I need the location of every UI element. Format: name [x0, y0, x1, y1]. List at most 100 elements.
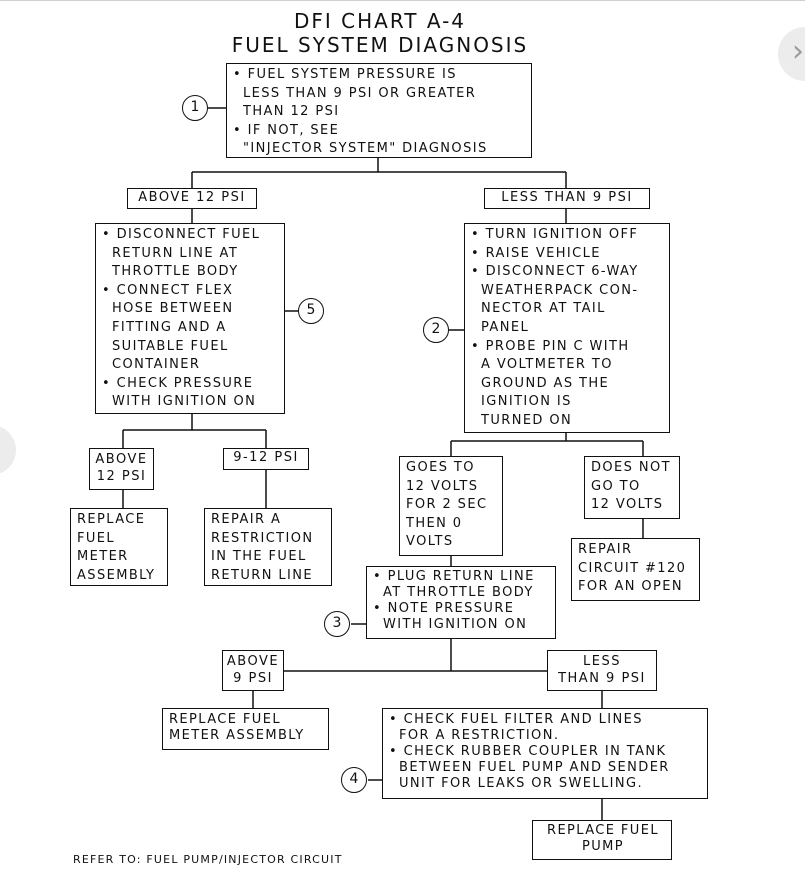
text-line: REPLACE FUEL — [547, 823, 659, 838]
text-line: IGNITION IS — [481, 394, 572, 410]
text-line: WITH IGNITION ON — [383, 617, 528, 632]
replace-fuel-pump-box: REPLACE FUEL PUMP — [532, 820, 672, 860]
text-line: RETURN LINE AT — [112, 245, 239, 261]
text-line: WITH IGNITION ON — [112, 394, 257, 410]
text-line: 12 VOLTS — [406, 478, 479, 494]
goes-to-12-volts-box: GOES TO 12 VOLTS FOR 2 SEC THEN 0 VOLTS — [399, 456, 503, 556]
replace-meter-assembly-text: REPLACE FUEL METER ASSEMBLY — [163, 709, 328, 744]
text-line: UNIT FOR LEAKS OR SWELLING. — [399, 776, 644, 791]
next-page-button[interactable]: › — [778, 27, 805, 81]
chart-subtitle: FUEL SYSTEM DIAGNOSIS — [231, 33, 529, 57]
replace-meter-box: REPLACE FUEL METER ASSEMBLY — [70, 508, 168, 586]
label-line: ABOVE — [226, 654, 280, 669]
text-line: NECTOR AT TAIL — [481, 301, 606, 317]
text-line: DOES NOT — [591, 460, 671, 475]
replace-meter-assembly-box: REPLACE FUEL METER ASSEMBLY — [162, 708, 329, 750]
goes-to-12-volts-text: GOES TO 12 VOLTS FOR 2 SEC THEN 0 VOLTS — [400, 457, 502, 552]
text-line: THROTTLE BODY — [112, 264, 239, 280]
label-line: LESS — [583, 654, 621, 669]
text-line: ASSEMBLY — [77, 567, 156, 583]
text-line: CONTAINER — [112, 357, 201, 373]
replace-meter-text: REPLACE FUEL METER ASSEMBLY — [71, 509, 167, 585]
footer-reference-note: REFER TO: FUEL PUMP/INJECTOR CIRCUIT — [73, 853, 343, 866]
text-line: 12 VOLTS — [591, 497, 664, 513]
text-line: THEN 0 — [406, 515, 463, 531]
top-border — [0, 0, 805, 1]
text-line: • NOTE PRESSURE — [373, 601, 515, 616]
text-line: PANEL — [481, 319, 530, 335]
disconnect-fuel-text: • DISCONNECT FUEL RETURN LINE AT THROTTL… — [96, 224, 284, 412]
check-fuel-filter-box: • CHECK FUEL FILTER AND LINES FOR A REST… — [382, 708, 708, 799]
text-line: • IF NOT, SEE — [233, 122, 340, 138]
label-line: 9 PSI — [233, 671, 273, 686]
text-line: FOR A RESTRICTION. — [399, 728, 560, 743]
text-line: • PROBE PIN C WITH — [471, 338, 630, 354]
text-line: AT THROTTLE BODY — [383, 585, 534, 600]
text-line: A VOLTMETER TO — [481, 357, 613, 373]
step-4-marker: 4 — [341, 767, 367, 793]
previous-page-button[interactable] — [0, 425, 16, 475]
text-line: TURNED ON — [481, 412, 573, 428]
text-line: BETWEEN FUEL PUMP AND SENDER — [399, 760, 670, 775]
text-line: • DISCONNECT 6-WAY — [471, 264, 639, 280]
text-line: • DISCONNECT FUEL — [102, 227, 261, 242]
text-line: FITTING AND A — [112, 319, 227, 335]
text-line: REPLACE — [77, 512, 146, 527]
repair-circuit-text: REPAIR CIRCUIT #120 FOR AN OPEN — [572, 539, 699, 597]
branch-above-9-psi: ABOVE 9 PSI — [222, 650, 284, 691]
repair-restriction-box: REPAIR A RESTRICTION IN THE FUEL RETURN … — [204, 508, 332, 586]
text-line: WEATHERPACK CON- — [481, 282, 639, 298]
ignition-probe-text: • TURN IGNITION OFF • RAISE VEHICLE • DI… — [465, 224, 669, 431]
step-2-marker: 2 — [423, 317, 449, 343]
text-line: THAN 12 PSI — [243, 104, 340, 120]
text-line: GO TO — [591, 478, 641, 494]
text-line: CIRCUIT #120 — [578, 560, 687, 576]
step-5-marker: 5 — [298, 298, 324, 324]
text-line: METER ASSEMBLY — [169, 728, 305, 743]
text-line: • CONNECT FLEX — [102, 282, 234, 298]
text-line: RETURN LINE — [211, 567, 314, 583]
text-line: "INJECTOR SYSTEM" DIAGNOSIS — [243, 141, 488, 157]
text-line: • RAISE VEHICLE — [471, 245, 601, 261]
text-line: GOES TO — [406, 460, 475, 475]
label-line: ABOVE — [95, 452, 148, 467]
text-line: • CHECK FUEL FILTER AND LINES — [389, 712, 643, 727]
branch-above-12-psi: ABOVE 12 PSI — [127, 188, 257, 209]
chevron-left-icon — [0, 425, 16, 475]
text-line: PUMP — [581, 839, 624, 854]
branch-less-than-9-psi: LESS THAN 9 PSI — [484, 188, 650, 209]
step-1-marker: 1 — [182, 95, 208, 121]
text-line: HOSE BETWEEN — [112, 301, 234, 317]
check-fuel-filter-text: • CHECK FUEL FILTER AND LINES FOR A REST… — [383, 709, 707, 792]
text-line: • TURN IGNITION OFF — [471, 227, 639, 242]
does-not-go-text: DOES NOT GO TO 12 VOLTS — [585, 457, 679, 515]
repair-circuit-box: REPAIR CIRCUIT #120 FOR AN OPEN — [571, 538, 700, 601]
text-line: • PLUG RETURN LINE — [373, 569, 535, 584]
does-not-go-to-12-volts-box: DOES NOT GO TO 12 VOLTS — [584, 456, 680, 519]
text-line: • CHECK PRESSURE — [102, 375, 254, 391]
chart-title: DFI CHART A-4 — [293, 9, 467, 33]
label-line: 12 PSI — [96, 469, 147, 484]
text-line: FOR AN OPEN — [578, 579, 684, 595]
text-line: • CHECK RUBBER COUPLER IN TANK — [389, 744, 667, 759]
repair-restriction-text: REPAIR A RESTRICTION IN THE FUEL RETURN … — [205, 509, 331, 585]
text-line: FUEL — [77, 530, 116, 546]
text-line: FOR 2 SEC — [406, 497, 488, 513]
disconnect-fuel-box: • DISCONNECT FUEL RETURN LINE AT THROTTL… — [95, 223, 285, 414]
start-box-text: • FUEL SYSTEM PRESSURE IS LESS THAN 9 PS… — [227, 64, 531, 159]
plug-return-line-text: • PLUG RETURN LINE AT THROTTLE BODY • NO… — [367, 567, 555, 633]
text-line: • FUEL SYSTEM PRESSURE IS — [233, 67, 457, 82]
plug-return-line-box: • PLUG RETURN LINE AT THROTTLE BODY • NO… — [366, 566, 556, 639]
replace-fuel-pump-text: REPLACE FUEL PUMP — [533, 821, 671, 855]
text-line: METER — [77, 549, 129, 565]
branch-above-12-psi-small: ABOVE 12 PSI — [89, 448, 154, 490]
text-line: REPAIR — [578, 542, 633, 557]
text-line: LESS THAN 9 PSI OR GREATER — [243, 85, 477, 101]
chevron-right-icon: › — [792, 34, 804, 69]
branch-less-than-9-psi-lower: LESS THAN 9 PSI — [547, 650, 657, 691]
branch-9-12-psi: 9-12 PSI — [223, 448, 309, 470]
label-line: THAN 9 PSI — [558, 671, 646, 686]
text-line: IN THE FUEL — [211, 549, 307, 565]
start-box: • FUEL SYSTEM PRESSURE IS LESS THAN 9 PS… — [226, 63, 532, 158]
